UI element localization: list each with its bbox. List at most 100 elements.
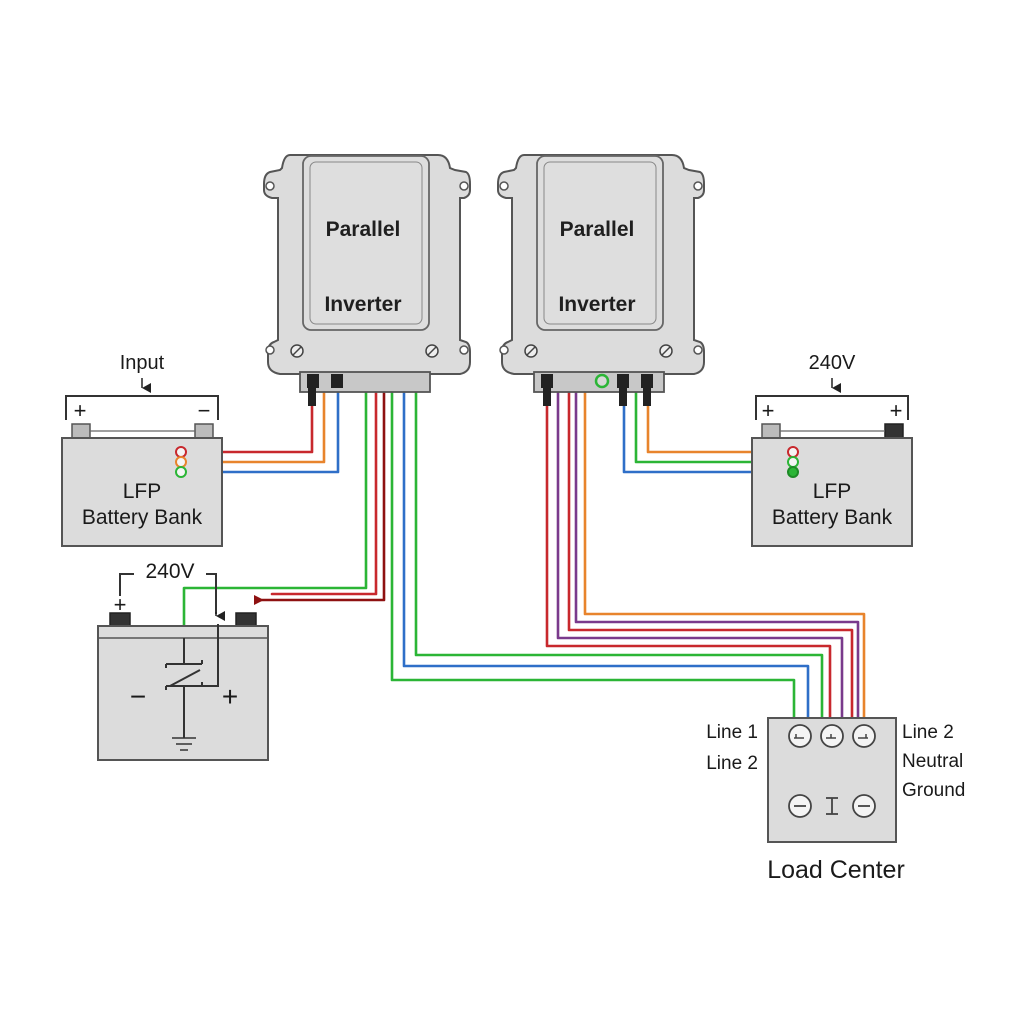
wire-orange-inv2-battery — [646, 390, 792, 454]
screw-icon — [290, 344, 304, 358]
source-240v-bracket-left — [119, 573, 134, 596]
battery-left-terminal-pos — [71, 423, 91, 439]
source-240v-plus: + — [114, 592, 127, 617]
breaker-terminal-icon — [788, 724, 812, 748]
mount-hole-icon — [265, 345, 275, 355]
terminal-block — [307, 374, 319, 388]
inverter-2: Parallel Inverter — [497, 154, 705, 406]
battery-left-minus: − — [198, 398, 211, 423]
mount-hole-icon — [459, 181, 469, 191]
zener-symbol-icon — [165, 638, 203, 738]
inverter-2-panel-inner — [543, 161, 657, 325]
battery-bank-left: Input + − LFP Battery Bank — [61, 352, 223, 547]
load-center-left-label-2: Line 2 — [706, 753, 758, 774]
mount-hole-icon — [499, 181, 509, 191]
wire-blue-inv2-battery — [622, 398, 792, 474]
battery-right-terminal-right — [884, 423, 904, 439]
inverter-2-title-line2: Inverter — [558, 293, 635, 316]
mount-hole-icon — [693, 181, 703, 191]
battery-left-input-label: Input — [120, 352, 165, 374]
terminal-connector — [643, 388, 651, 406]
battery-right-port-green-2 — [787, 466, 799, 478]
load-center-left-label-1: Line 1 — [706, 722, 758, 743]
terminal-screw-mark — [858, 734, 868, 739]
inverter-2-title-line1: Parallel — [560, 218, 635, 241]
wire-purple-inv2-load — [556, 374, 844, 740]
wires — [180, 374, 866, 740]
bus-bar-icon — [826, 797, 838, 815]
wire-green-inv1-load-2 — [414, 374, 824, 740]
terminal-connector — [543, 388, 551, 406]
breaker-minus-icon — [788, 794, 812, 818]
mount-hole-icon — [459, 345, 469, 355]
source-240v-terminal-left — [109, 612, 131, 627]
load-center-title: Load Center — [767, 856, 905, 884]
source-240v-inner-plus: + — [222, 681, 238, 712]
mount-hole-icon — [265, 181, 275, 191]
battery-left-plus: + — [74, 398, 87, 423]
breaker-minus-icon — [852, 794, 876, 818]
mount-hole-icon — [693, 345, 703, 355]
wire-blue-inv1-load — [402, 374, 810, 740]
battery-left-label-line2: Battery Bank — [82, 506, 203, 529]
wire-red-inv1-battery — [186, 398, 314, 454]
battery-right-terminal-left — [761, 423, 781, 439]
wire-blue-inv1-battery — [184, 390, 340, 474]
breaker-terminal-icon — [852, 724, 876, 748]
source-240v-bracket-right — [206, 573, 217, 614]
inverter-1-title-line1: Parallel — [326, 218, 401, 241]
source-240v-terminal-right — [235, 612, 257, 627]
wire-green-inv1-load — [390, 390, 796, 740]
terminal-screw-mark — [794, 734, 804, 739]
wire-green-inv2-battery — [634, 390, 792, 464]
load-center-right-label-1: Line 2 — [902, 722, 954, 743]
inverter-1-terminal-strip — [299, 371, 431, 393]
inverter-1-panel-inner — [309, 161, 423, 325]
battery-left-port-green — [175, 466, 187, 478]
load-center-right-label-2: Neutral — [902, 751, 963, 772]
battery-right-voltage-label: 240V — [809, 352, 856, 374]
battery-right-bracket — [755, 395, 909, 420]
inverter-2-panel — [536, 155, 664, 331]
inverter-1-title-line2: Inverter — [324, 293, 401, 316]
terminal-connector — [308, 388, 316, 406]
wire-red-inv2-load-2 — [567, 374, 854, 740]
terminal-block — [331, 374, 343, 388]
battery-left-label-line1: LFP — [123, 480, 162, 503]
internal-lead — [202, 624, 219, 687]
load-center: Line 1 Line 2 Line 2 Neutral Ground Load… — [706, 717, 965, 884]
battery-right-plus-right: + — [890, 398, 903, 423]
screw-icon — [524, 344, 538, 358]
battery-right-label-line2: Battery Bank — [772, 506, 893, 529]
wire-orange-inv1-battery — [180, 390, 326, 464]
inverter-1-panel — [302, 155, 430, 331]
green-terminal-ring — [594, 373, 610, 389]
wire-red-inv2-load — [545, 398, 832, 740]
inverter-1: Parallel Inverter — [263, 154, 471, 406]
breaker-terminal-icon — [820, 724, 844, 748]
wire-orange-inv2-load — [583, 374, 866, 740]
battery-left-terminal-neg — [194, 423, 214, 439]
terminal-block — [541, 374, 553, 388]
terminal-block — [641, 374, 653, 388]
wire-purple-inv2-load-2 — [574, 374, 860, 740]
wire-red-inv1-source — [270, 374, 378, 596]
terminal-screw-mark — [826, 734, 836, 739]
battery-left-body — [61, 437, 223, 547]
battery-left-bracket — [65, 395, 219, 420]
screw-icon — [659, 344, 673, 358]
source-240v-label: 240V — [145, 560, 194, 583]
mount-hole-icon — [499, 345, 509, 355]
battery-bank-right: 240V + + LFP Battery Bank — [751, 352, 913, 547]
source-240v-inner-minus: − — [130, 681, 146, 712]
screw-icon — [425, 344, 439, 358]
ground-icon — [172, 737, 196, 751]
battery-left-port-orange — [175, 456, 187, 468]
battery-right-label-line1: LFP — [813, 480, 852, 503]
source-240v: 240V + − + — [97, 560, 269, 761]
battery-right-plus-left: + — [762, 398, 775, 423]
load-center-right-label-3: Ground — [902, 780, 965, 801]
battery-right-port-green — [787, 456, 799, 468]
wire-green-inv1-source — [182, 374, 368, 634]
